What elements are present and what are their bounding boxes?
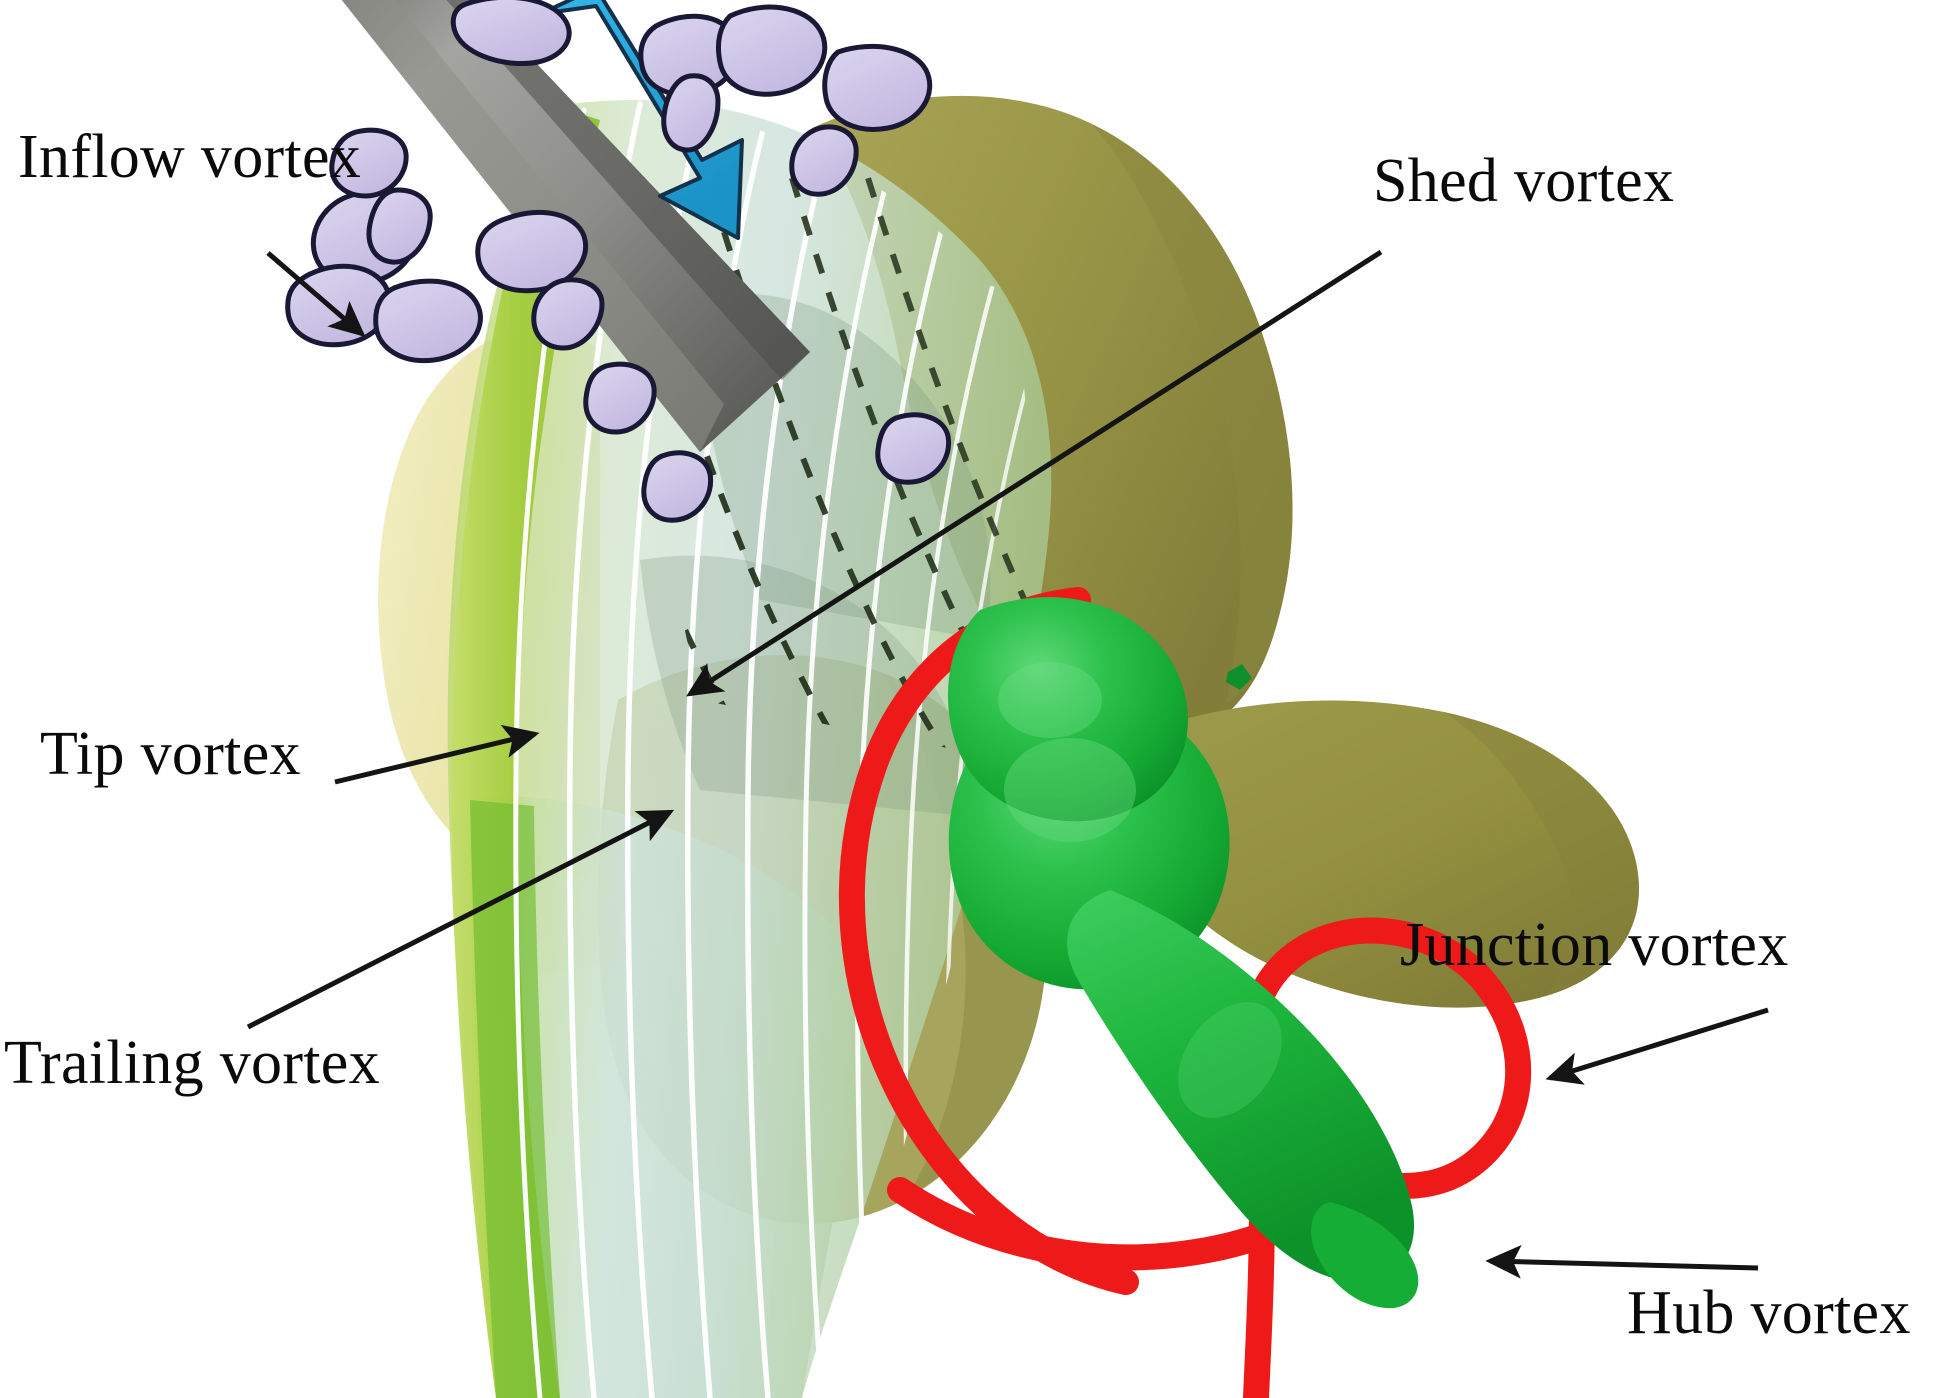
leader-shed	[686, 249, 1383, 697]
label-tip-vortex: Tip vortex	[40, 720, 301, 788]
blade-right	[1117, 700, 1639, 1008]
label-junction-vortex: Junction vortex	[1400, 911, 1789, 979]
leader-trailing	[246, 809, 675, 1030]
leader-tip	[334, 724, 540, 785]
inflow-vortex-blobs	[285, 0, 952, 523]
leader-inflow	[266, 251, 366, 338]
label-shed-vortex: Shed vortex	[1373, 147, 1675, 215]
label-inflow-vortex: Inflow vortex	[18, 123, 362, 191]
label-hub-vortex: Hub vortex	[1627, 1279, 1911, 1347]
leader-junction	[1545, 1007, 1769, 1085]
inflow-direction-arrow	[538, 0, 744, 240]
label-trailing-vortex: Trailing vortex	[4, 1029, 380, 1097]
leader-lines	[246, 249, 1769, 1279]
hub-vortex-green	[947, 597, 1419, 1309]
tip-vortex-band	[451, 106, 600, 1398]
leader-hub	[1485, 1244, 1759, 1279]
